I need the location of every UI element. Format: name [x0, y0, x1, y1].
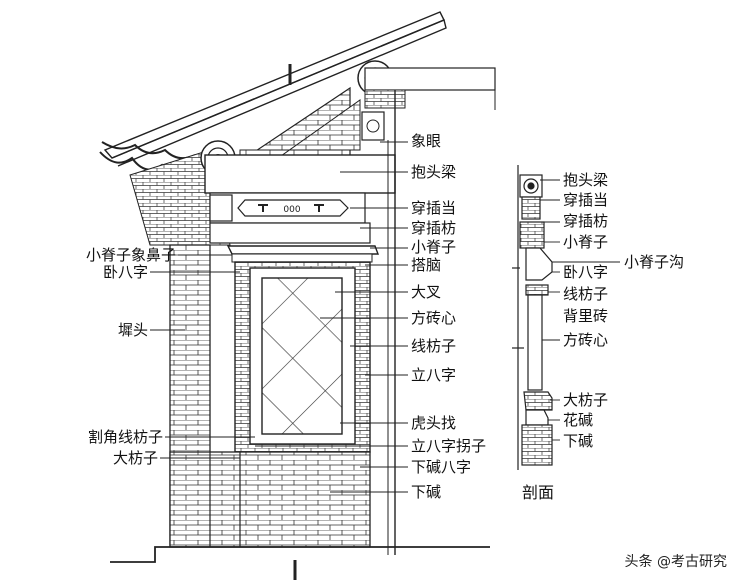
label-xia-jian: 下碱: [411, 483, 442, 501]
label-da-cha: 大叉: [411, 283, 442, 301]
fang-zhuan-xin-panel: [261, 277, 343, 435]
xiao-ji-zi-cap: [226, 245, 380, 255]
label-chi-tou: 墀头: [117, 321, 148, 339]
label-da-nao: 搭脑: [411, 256, 442, 274]
label-xiao-ji-zi: 小脊子: [411, 238, 457, 256]
bracket-block-left: [209, 194, 233, 222]
label-bao-tou-liang: 抱头梁: [411, 163, 457, 181]
xia-jian-base: [169, 451, 371, 548]
chuan-cha-fang: [209, 222, 371, 244]
label-da-fang-zi: 大枋子: [112, 449, 158, 467]
section-label-xiao-ji-zi: 小脊子: [563, 233, 609, 251]
ground-step: [110, 546, 490, 563]
section-label-xian-fang-zi: 线枋子: [563, 285, 609, 303]
leader-lines-left: [150, 254, 255, 459]
label-fang-zhuan-xin: 方砖心: [411, 309, 457, 327]
section-label-wo-ba-zi: 卧八字: [563, 263, 609, 281]
section-drawing: [512, 165, 553, 470]
upper-bracket-block: [361, 111, 385, 141]
section-label-da-fang-zi: 大枋子: [563, 391, 609, 409]
top-beam: [364, 67, 496, 91]
section-label-fang-zhuan-xin: 方砖心: [563, 331, 609, 349]
label-chuan-cha-dang: 穿插当: [411, 199, 457, 217]
section-leader-lines: [540, 179, 620, 441]
section-label-xiao-ji-zi-gou: 小脊子沟: [624, 253, 685, 271]
leader-lines-right: [255, 141, 408, 493]
label-hu-tou-zhao: 虎头找: [411, 414, 457, 432]
section-label-hua-jian: 花碱: [563, 411, 594, 429]
label-xiang-yan: 象眼: [411, 132, 442, 150]
section-label-chuan-cha-dang: 穿插当: [563, 191, 609, 209]
svg-text:000: 000: [283, 205, 300, 215]
label-xiao-ji-zi-xiang-bi-zi: 小脊子象鼻子: [85, 246, 176, 264]
label-xian-fang-zi: 线枋子: [411, 337, 457, 355]
label-li-ba-zi: 立八字: [411, 366, 457, 384]
bao-tou-liang-beam: [204, 154, 396, 194]
section-label-bao-tou-liang: 抱头梁: [563, 171, 609, 189]
label-chuan-cha-fang: 穿插枋: [411, 219, 457, 237]
label-ge-jiao-xian-fang-zi: 割角线枋子: [87, 428, 163, 446]
section-label-xia-jian: 下碱: [563, 432, 594, 450]
label-li-ba-zi-guai-zi: 立八字拐子: [411, 437, 487, 455]
section-label-chuan-cha-fang: 穿插枋: [563, 212, 609, 230]
label-xia-jian-ba-zi: 下碱八字: [411, 458, 472, 476]
watermark: 头条 @考古研究: [618, 549, 733, 573]
section-caption: 剖面: [522, 483, 555, 502]
label-wo-ba-zi: 卧八字: [102, 263, 148, 281]
da-nao-cap: [231, 253, 373, 263]
section-label-bei-li-zhuan: 背里砖: [563, 307, 609, 325]
